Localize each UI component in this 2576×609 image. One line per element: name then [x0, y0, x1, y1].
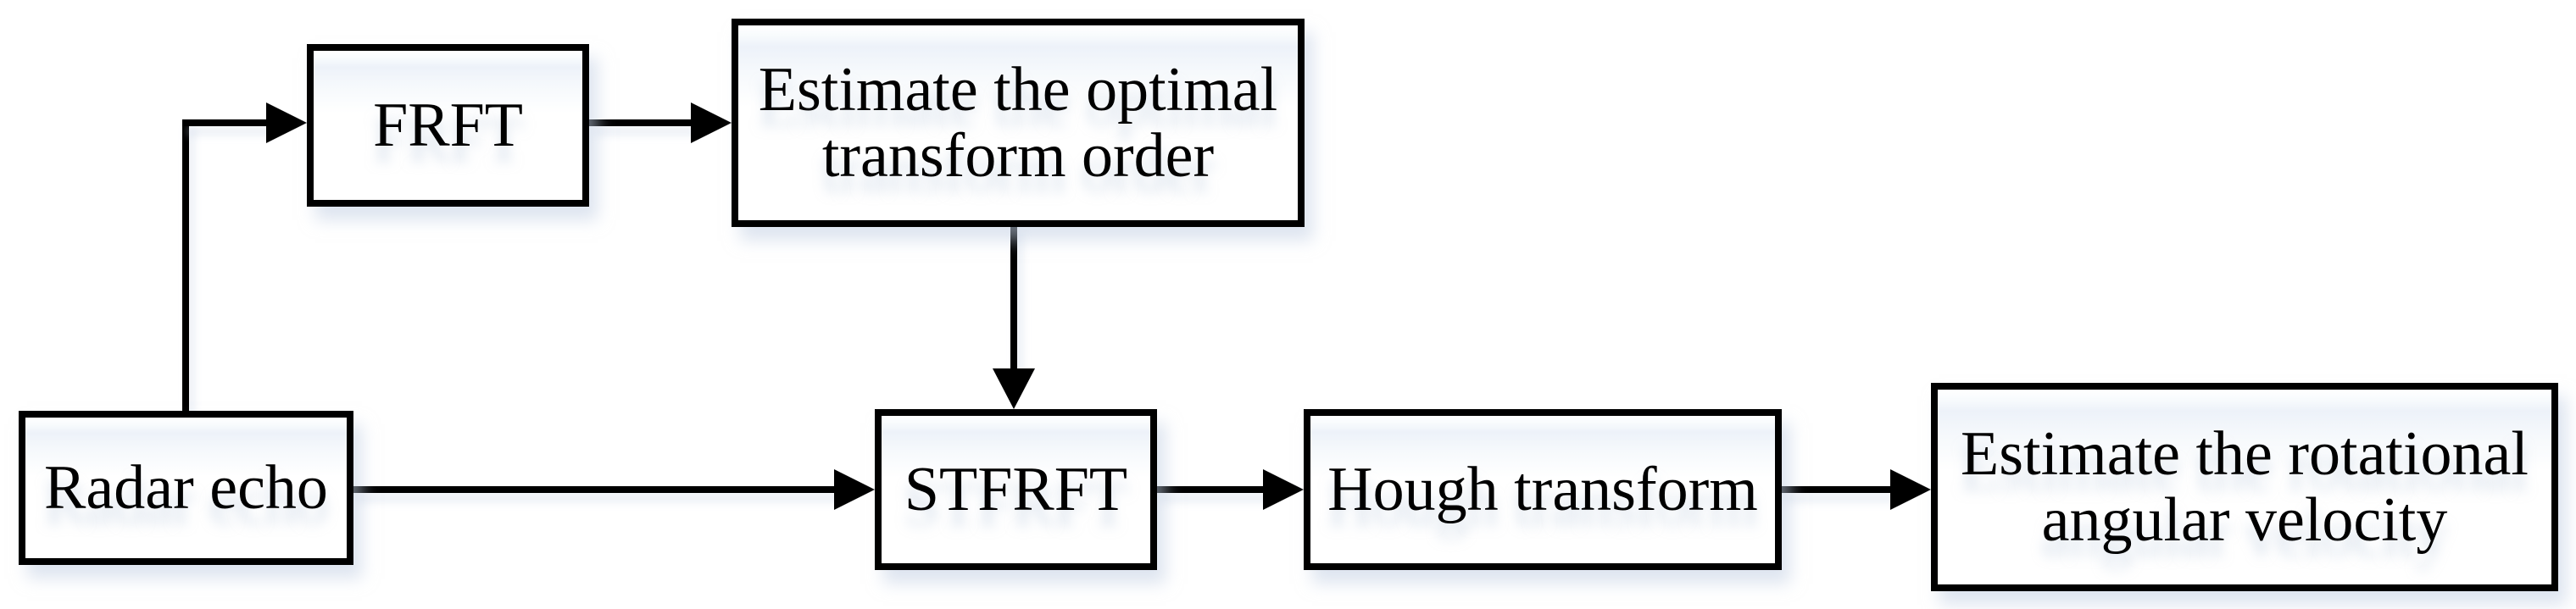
- connector-estimate-order-to-stfrft: [1010, 224, 1017, 370]
- connector-frft-to-estimate-order: [589, 119, 693, 126]
- arrowhead-into-hough-icon: [1263, 469, 1304, 510]
- arrowhead-into-frft-icon: [266, 102, 307, 143]
- connector-hough-to-estimate-velocity: [1778, 486, 1892, 493]
- node-estimate-transform-order-label: Estimate the optimal transform order: [758, 54, 1278, 191]
- arrowhead-into-estimate-velocity-icon: [1890, 469, 1931, 510]
- connector-radar-echo-to-stfrft: [350, 486, 836, 493]
- connector-radar-echo-to-frft-horizontal: [182, 119, 268, 126]
- node-hough-transform-label: Hough transform: [1327, 454, 1758, 524]
- node-radar-echo: Radar echo: [19, 411, 353, 565]
- node-stfrft-label: STFRFT: [904, 454, 1128, 524]
- node-hough-transform: Hough transform: [1304, 409, 1782, 570]
- node-stfrft: STFRFT: [875, 409, 1157, 570]
- node-estimate-angular-velocity-label: Estimate the rotational angular velocity: [1961, 418, 2529, 555]
- arrowhead-into-stfrft-icon: [834, 469, 875, 510]
- arrowhead-into-estimate-order-icon: [691, 102, 732, 143]
- arrowhead-into-stfrft-top-icon: [993, 368, 1035, 409]
- node-estimate-transform-order: Estimate the optimal transform order: [732, 19, 1305, 227]
- node-radar-echo-label: Radar echo: [44, 452, 328, 523]
- connector-radar-echo-to-frft-vertical: [182, 119, 189, 418]
- connector-stfrft-to-hough: [1154, 486, 1265, 493]
- node-estimate-angular-velocity: Estimate the rotational angular velocity: [1931, 383, 2558, 591]
- node-frft: FRFT: [307, 44, 589, 207]
- node-frft-label: FRFT: [373, 90, 523, 160]
